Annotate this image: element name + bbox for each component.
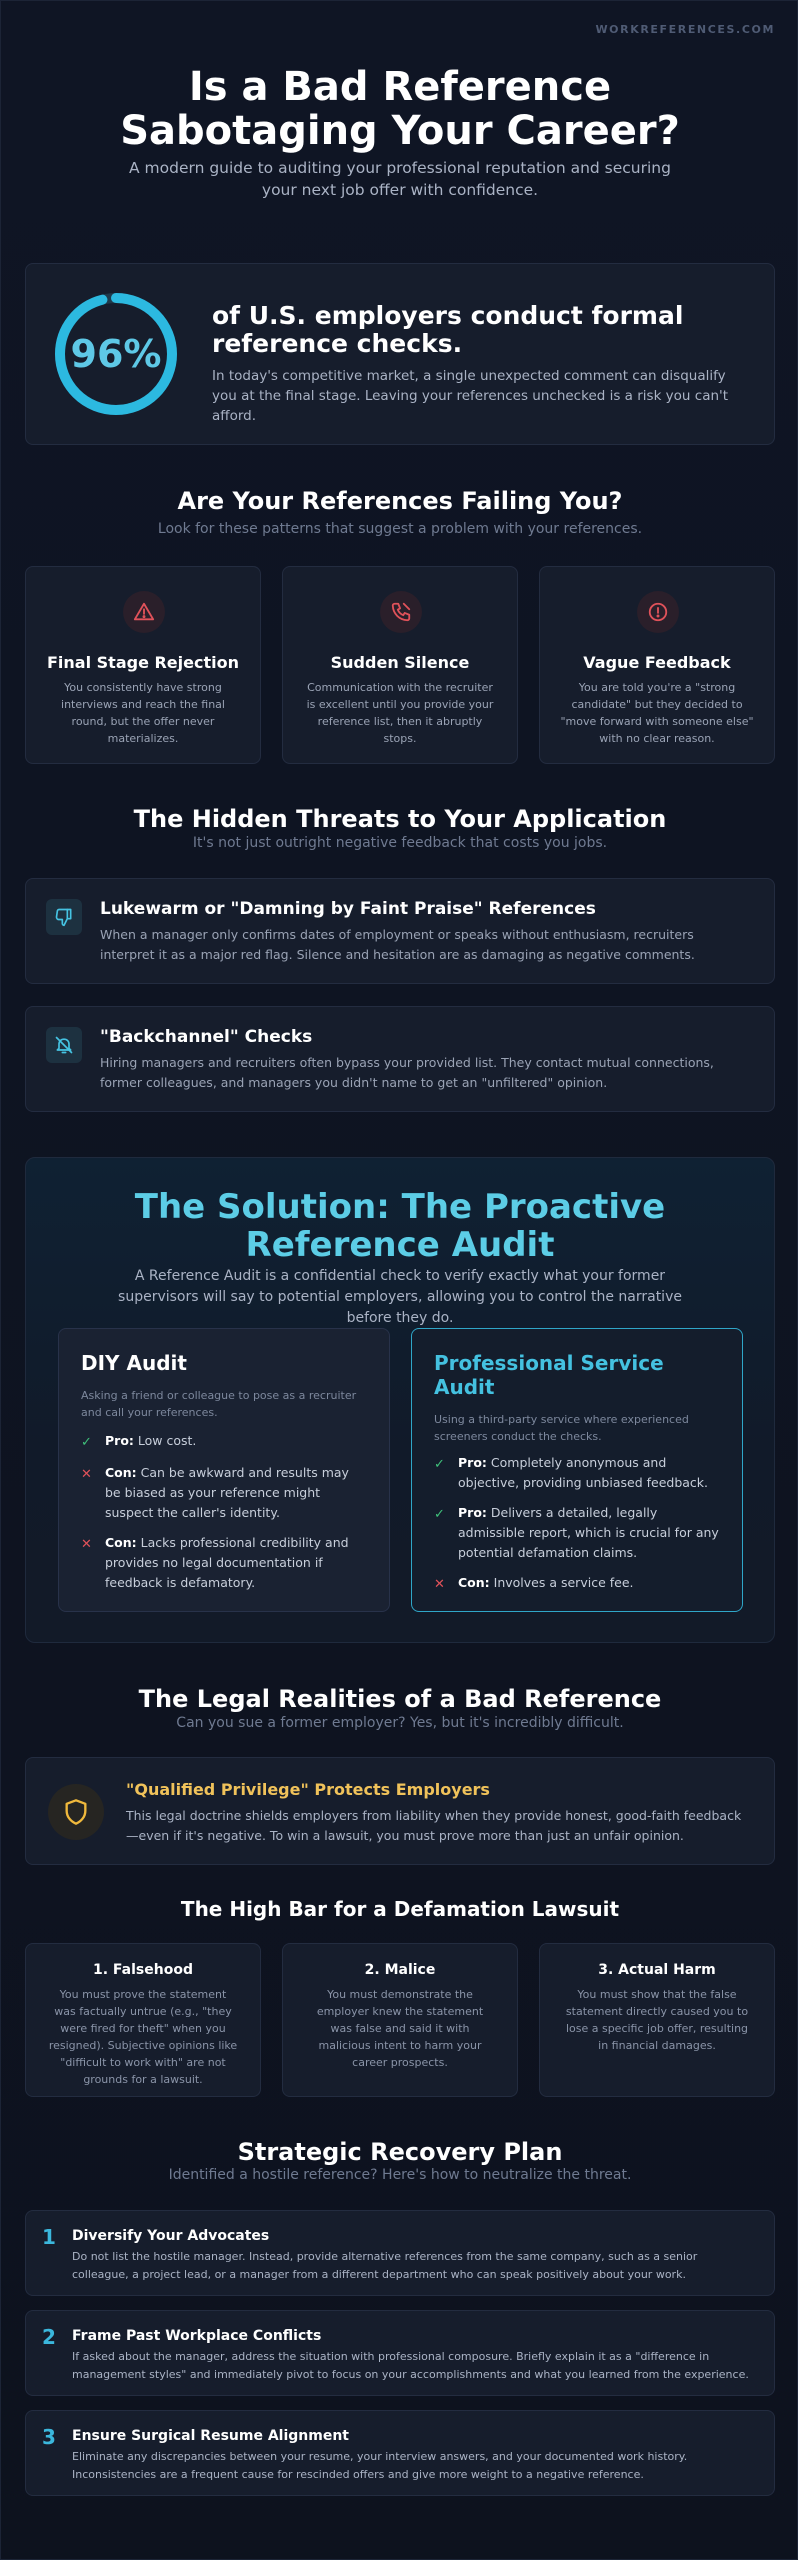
privilege-title: "Qualified Privilege" Protects Employers bbox=[126, 1780, 490, 1799]
diy-title: DIY Audit bbox=[81, 1351, 187, 1375]
hero-subtitle: A modern guide to auditing your professi… bbox=[129, 159, 671, 199]
legal-subtitle: Can you sue a former employer? Yes, but … bbox=[176, 1715, 624, 1731]
recovery-subtitle: Identified a hostile reference? Here's h… bbox=[168, 2167, 632, 2183]
legal-title: The Legal Realities of a Bad Reference bbox=[138, 1685, 662, 1713]
professional-audit-card: Professional Service Audit Using a third… bbox=[411, 1328, 743, 1612]
point-kind: Con: bbox=[105, 1535, 137, 1550]
solution-panel: The Solution: The Proactive Reference Au… bbox=[25, 1157, 775, 1643]
requirement-title: 3. Actual Harm bbox=[598, 1962, 716, 1978]
step-text: Do not list the hostile manager. Instead… bbox=[72, 2250, 698, 2281]
cross-icon: ✕ bbox=[81, 1467, 92, 1482]
threats-subtitle: It's not just outright negative feedback… bbox=[192, 835, 608, 851]
stat-ring bbox=[55, 293, 177, 415]
qualified-privilege-card: "Qualified Privilege" Protects Employers… bbox=[25, 1757, 775, 1865]
step-number: 2 bbox=[42, 2325, 56, 2349]
point-kind: Pro: bbox=[105, 1433, 134, 1448]
thumbs-down-icon bbox=[46, 899, 82, 935]
stat-body: In today's competitive market, a single … bbox=[212, 368, 729, 424]
pattern-title: Final Stage Rejection bbox=[46, 653, 239, 672]
pro-point: ✓ Pro: Delivers a detailed, legally admi… bbox=[434, 1503, 720, 1563]
pro-point: ✓ Pro: Completely anonymous and objectiv… bbox=[434, 1453, 720, 1493]
requirement-card-actual-harm: 3. Actual Harm You must show that the fa… bbox=[539, 1943, 775, 2097]
defamation-bar-title: The High Bar for a Defamation Lawsuit bbox=[180, 1897, 620, 1921]
point-text: Can be awkward and results may be biased… bbox=[105, 1465, 349, 1520]
step-text: Eliminate any discrepancies between your… bbox=[72, 2450, 688, 2481]
requirement-card-malice: 2. Malice You must demonstrate the emplo… bbox=[282, 1943, 518, 2097]
pattern-title: Sudden Silence bbox=[330, 653, 470, 672]
point-kind: Con: bbox=[105, 1465, 137, 1480]
point-kind: Pro: bbox=[458, 1455, 487, 1470]
threat-card-backchannel: "Backchannel" Checks Hiring managers and… bbox=[25, 1006, 775, 1112]
bell-off-icon bbox=[46, 1027, 82, 1063]
patterns-title: Are Your References Failing You? bbox=[177, 487, 623, 515]
threats-title: The Hidden Threats to Your Application bbox=[133, 805, 667, 833]
alert-circle-icon bbox=[637, 591, 679, 633]
pattern-card-sudden-silence: Sudden Silence Communication with the re… bbox=[282, 566, 518, 764]
check-icon: ✓ bbox=[434, 1457, 445, 1472]
point-text: Completely anonymous and objective, prov… bbox=[458, 1455, 708, 1490]
threat-title: "Backchannel" Checks bbox=[100, 1027, 313, 1047]
diy-point: ✕ Con: Lacks professional credibility an… bbox=[81, 1533, 367, 1593]
diy-point: ✓ Pro: Low cost. bbox=[81, 1431, 367, 1451]
point-kind: Pro: bbox=[458, 1505, 487, 1520]
diy-desc: Asking a friend or colleague to pose as … bbox=[81, 1389, 357, 1419]
shield-icon bbox=[48, 1784, 104, 1840]
point-text: Lacks professional credibility and provi… bbox=[105, 1535, 349, 1590]
diy-audit-card: DIY Audit Asking a friend or colleague t… bbox=[58, 1328, 390, 1612]
pattern-card-vague-feedback: Vague Feedback You are told you're a "st… bbox=[539, 566, 775, 764]
threat-card-lukewarm: Lukewarm or "Damning by Faint Praise" Re… bbox=[25, 878, 775, 984]
stat-card: 96% of U.S. employers conduct formal ref… bbox=[25, 263, 775, 445]
stat-value: 96% bbox=[70, 332, 162, 376]
requirement-text: You must prove the statement was factual… bbox=[48, 1988, 238, 2086]
pro-point: ✕ Con: Involves a service fee. bbox=[434, 1573, 720, 1593]
point-text: Delivers a detailed, legally admissible … bbox=[458, 1505, 719, 1560]
pro-desc: Using a third-party service where experi… bbox=[434, 1413, 689, 1443]
step-number: 3 bbox=[42, 2425, 56, 2449]
threat-text: Hiring managers and recruiters often byp… bbox=[100, 1055, 714, 1090]
hero-title: Is a Bad Reference Sabotaging Your Caree… bbox=[120, 64, 680, 154]
cross-icon: ✕ bbox=[434, 1577, 445, 1592]
check-icon: ✓ bbox=[434, 1507, 445, 1522]
pattern-text: You consistently have strong interviews … bbox=[61, 681, 225, 745]
point-text: Low cost. bbox=[133, 1433, 197, 1448]
threat-title: Lukewarm or "Damning by Faint Praise" Re… bbox=[100, 899, 596, 919]
pattern-card-final-stage: Final Stage Rejection You consistently h… bbox=[25, 566, 261, 764]
requirement-text: You must show that the false statement d… bbox=[565, 1988, 749, 2052]
brand-label[interactable]: WORKREFERENCES.COM bbox=[595, 23, 775, 36]
warning-triangle-icon bbox=[123, 591, 165, 633]
check-icon: ✓ bbox=[81, 1435, 92, 1450]
requirement-title: 1. Falsehood bbox=[93, 1962, 193, 1978]
stat-headline: of U.S. employers conduct formal referen… bbox=[212, 301, 684, 358]
step-number: 1 bbox=[42, 2225, 56, 2249]
pattern-title: Vague Feedback bbox=[583, 653, 731, 672]
phone-icon bbox=[380, 591, 422, 633]
solution-title: The Solution: The Proactive Reference Au… bbox=[134, 1187, 666, 1265]
step-title: Frame Past Workplace Conflicts bbox=[72, 2328, 322, 2344]
patterns-subtitle: Look for these patterns that suggest a p… bbox=[157, 521, 643, 537]
recovery-title: Strategic Recovery Plan bbox=[237, 2138, 563, 2166]
threat-text: When a manager only confirms dates of em… bbox=[100, 927, 695, 962]
step-text: If asked about the manager, address the … bbox=[72, 2350, 749, 2381]
cross-icon: ✕ bbox=[81, 1537, 92, 1552]
step-title: Diversify Your Advocates bbox=[72, 2228, 270, 2244]
pattern-text: Communication with the recruiter is exce… bbox=[306, 681, 494, 745]
recovery-step: 2 Frame Past Workplace Conflicts If aske… bbox=[25, 2310, 775, 2396]
point-text: Involves a service fee. bbox=[489, 1575, 634, 1590]
requirement-text: You must demonstrate the employer knew t… bbox=[316, 1988, 484, 2069]
stat-ring-arc bbox=[55, 293, 177, 415]
point-kind: Con: bbox=[458, 1575, 490, 1590]
pro-title: Professional Service Audit bbox=[434, 1351, 664, 1399]
requirement-card-falsehood: 1. Falsehood You must prove the statemen… bbox=[25, 1943, 261, 2097]
recovery-step: 3 Ensure Surgical Resume Alignment Elimi… bbox=[25, 2410, 775, 2496]
pattern-text: You are told you're a "strong candidate"… bbox=[560, 681, 754, 745]
diy-point: ✕ Con: Can be awkward and results may be… bbox=[81, 1463, 367, 1523]
recovery-step: 1 Diversify Your Advocates Do not list t… bbox=[25, 2210, 775, 2296]
solution-subtitle: A Reference Audit is a confidential chec… bbox=[118, 1268, 682, 1326]
privilege-text: This legal doctrine shields employers fr… bbox=[126, 1808, 742, 1843]
requirement-title: 2. Malice bbox=[364, 1962, 436, 1978]
step-title: Ensure Surgical Resume Alignment bbox=[72, 2428, 349, 2444]
